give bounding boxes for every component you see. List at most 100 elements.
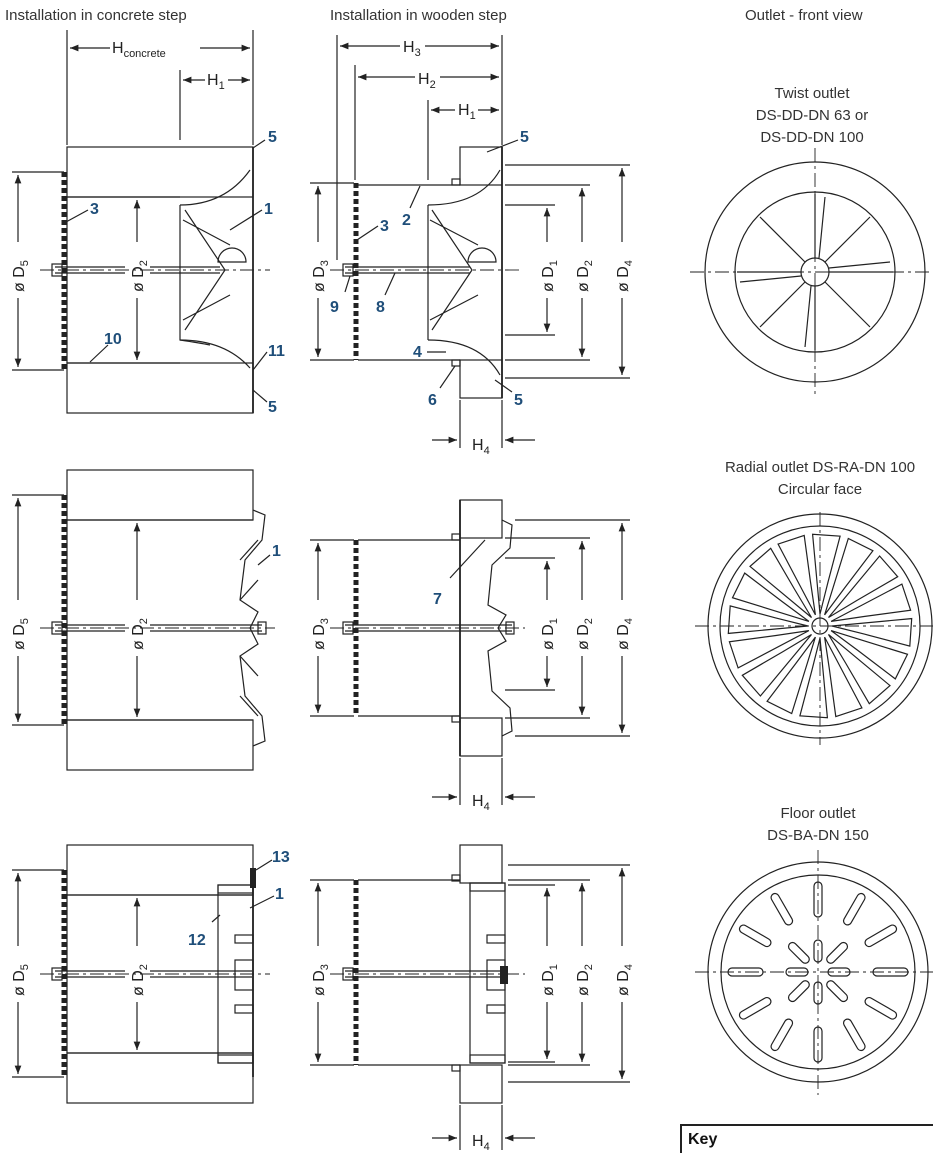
radial-blade — [824, 537, 874, 616]
dim-d2-wooden: ø D2 — [575, 260, 595, 292]
dim-d2-concrete: ø D2 — [130, 260, 150, 292]
concrete-installation-twist: Hconcrete H1 ø D5 ø D2 3 1 5 11 5 10 — [11, 30, 285, 416]
caption-radial-line1: Radial outlet DS-RA-DN 100 — [725, 459, 915, 476]
dim-h3: H3 — [403, 39, 421, 59]
callout-9: 9 — [330, 299, 339, 316]
radial-blade — [828, 555, 899, 619]
callout-5-wooden-bottom: 5 — [514, 392, 523, 409]
dim-h1-concrete: H1 — [207, 72, 225, 92]
dim-d5-row3: ø D5 — [11, 964, 31, 996]
floor-slot — [813, 939, 823, 963]
twist-outlet-front-view — [690, 148, 933, 395]
concrete-installation-radial: ø D5 ø D2 1 — [11, 469, 281, 771]
floor-slot — [813, 1026, 823, 1063]
floor-slot — [727, 967, 764, 977]
callout-10: 10 — [104, 331, 122, 348]
radial-blade — [777, 534, 816, 616]
callout-4: 4 — [413, 344, 422, 361]
dim-d3: ø D3 — [311, 260, 331, 292]
wooden-installation-floor: ø D3 ø D1 ø D2 ø D4 H4 — [310, 844, 635, 1153]
dim-d1: ø D1 — [540, 260, 560, 292]
floor-slot — [787, 980, 810, 1003]
radial-blade — [799, 637, 829, 719]
dim-d1-row3: ø D1 — [540, 964, 560, 996]
radial-blade — [766, 636, 816, 715]
callout-3-wooden: 3 — [380, 218, 389, 235]
radial-blade — [741, 633, 812, 697]
floor-slot — [842, 1018, 866, 1052]
radial-blade — [830, 630, 909, 680]
floor-slot — [826, 941, 849, 964]
callout-1-row2: 1 — [272, 543, 281, 560]
radial-outlet-front-view — [695, 512, 933, 745]
radial-blade — [830, 583, 912, 622]
caption-floor-line2: DS-BA-DN 150 — [767, 827, 869, 844]
dim-h4-row3: H4 — [472, 1133, 490, 1153]
key-box — [680, 1124, 933, 1153]
dim-d5: ø D5 — [11, 260, 31, 292]
dim-d3-row2: ø D3 — [311, 618, 331, 650]
caption-radial-line2: Circular face — [778, 481, 862, 498]
floor-slot — [787, 941, 810, 964]
floor-slot — [770, 892, 794, 926]
dim-h4-row2: H4 — [472, 793, 490, 813]
key-title: Key — [688, 1131, 718, 1148]
header-concrete-step: Installation in concrete step — [5, 7, 187, 24]
floor-slot — [864, 996, 898, 1020]
callout-5-wooden-top: 5 — [520, 129, 529, 146]
callout-12: 12 — [188, 932, 206, 949]
callout-13: 13 — [272, 849, 290, 866]
header-outlet-front-view: Outlet - front view — [745, 7, 863, 24]
floor-slot — [826, 980, 849, 1003]
callout-7: 7 — [433, 591, 442, 608]
radial-blade — [728, 630, 810, 669]
floor-slot — [813, 981, 823, 1005]
floor-slot — [785, 967, 809, 977]
dim-d1-row2: ø D1 — [540, 618, 560, 650]
dim-d2-row3-wooden: ø D2 — [575, 964, 595, 996]
callout-2: 2 — [402, 212, 411, 229]
floor-slot — [738, 924, 772, 948]
dim-d2-row2-wooden: ø D2 — [575, 618, 595, 650]
caption-floor-line1: Floor outlet — [780, 805, 856, 822]
callout-1: 1 — [264, 201, 273, 218]
radial-blade — [831, 617, 913, 647]
floor-outlet-front-view — [695, 850, 933, 1095]
callout-8: 8 — [376, 299, 385, 316]
floor-slot — [827, 967, 851, 977]
radial-blade — [731, 572, 810, 622]
floor-slot — [842, 892, 866, 926]
callout-3: 3 — [90, 201, 99, 218]
concrete-installation-floor: ø D5 ø D2 13 1 12 — [11, 844, 290, 1104]
dim-h-concrete: Hconcrete — [112, 40, 166, 60]
dim-d5-row2: ø D5 — [11, 618, 31, 650]
dim-d4-row2: ø D4 — [615, 618, 635, 650]
dim-h2: H2 — [418, 71, 436, 91]
header-wooden-step: Installation in wooden step — [330, 7, 507, 24]
radial-blade — [749, 547, 813, 618]
floor-slot — [813, 881, 823, 918]
radial-blade — [727, 605, 809, 635]
caption-twist-line1: Twist outlet — [774, 85, 850, 102]
dim-d4: ø D4 — [615, 260, 635, 292]
dim-h4-row1: H4 — [472, 437, 490, 457]
radial-blade — [824, 636, 863, 718]
dim-d2-row2: ø D2 — [130, 618, 150, 650]
dim-d2-row3: ø D2 — [130, 964, 150, 996]
floor-slot — [872, 967, 909, 977]
callout-1-row3: 1 — [275, 886, 284, 903]
floor-slot — [864, 924, 898, 948]
caption-twist-line3: DS-DD-DN 100 — [760, 129, 863, 146]
caption-twist-line2: DS-DD-DN 63 or — [756, 107, 869, 124]
callout-6: 6 — [428, 392, 437, 409]
dim-d4-row3: ø D4 — [615, 964, 635, 996]
wooden-installation-radial: ø D3 ø D1 ø D2 ø D4 H4 7 — [310, 499, 635, 813]
callout-5-top: 5 — [268, 129, 277, 146]
wooden-installation-twist: H3 H2 H1 ø D3 ø D1 ø D2 ø D4 H4 3 2 9 8 — [310, 35, 635, 457]
callout-11: 11 — [268, 343, 285, 360]
radial-blade — [827, 634, 891, 705]
dim-d3-row3: ø D3 — [311, 964, 331, 996]
floor-slot — [738, 996, 772, 1020]
floor-slot — [770, 1018, 794, 1052]
dim-h1-wooden: H1 — [458, 102, 476, 122]
